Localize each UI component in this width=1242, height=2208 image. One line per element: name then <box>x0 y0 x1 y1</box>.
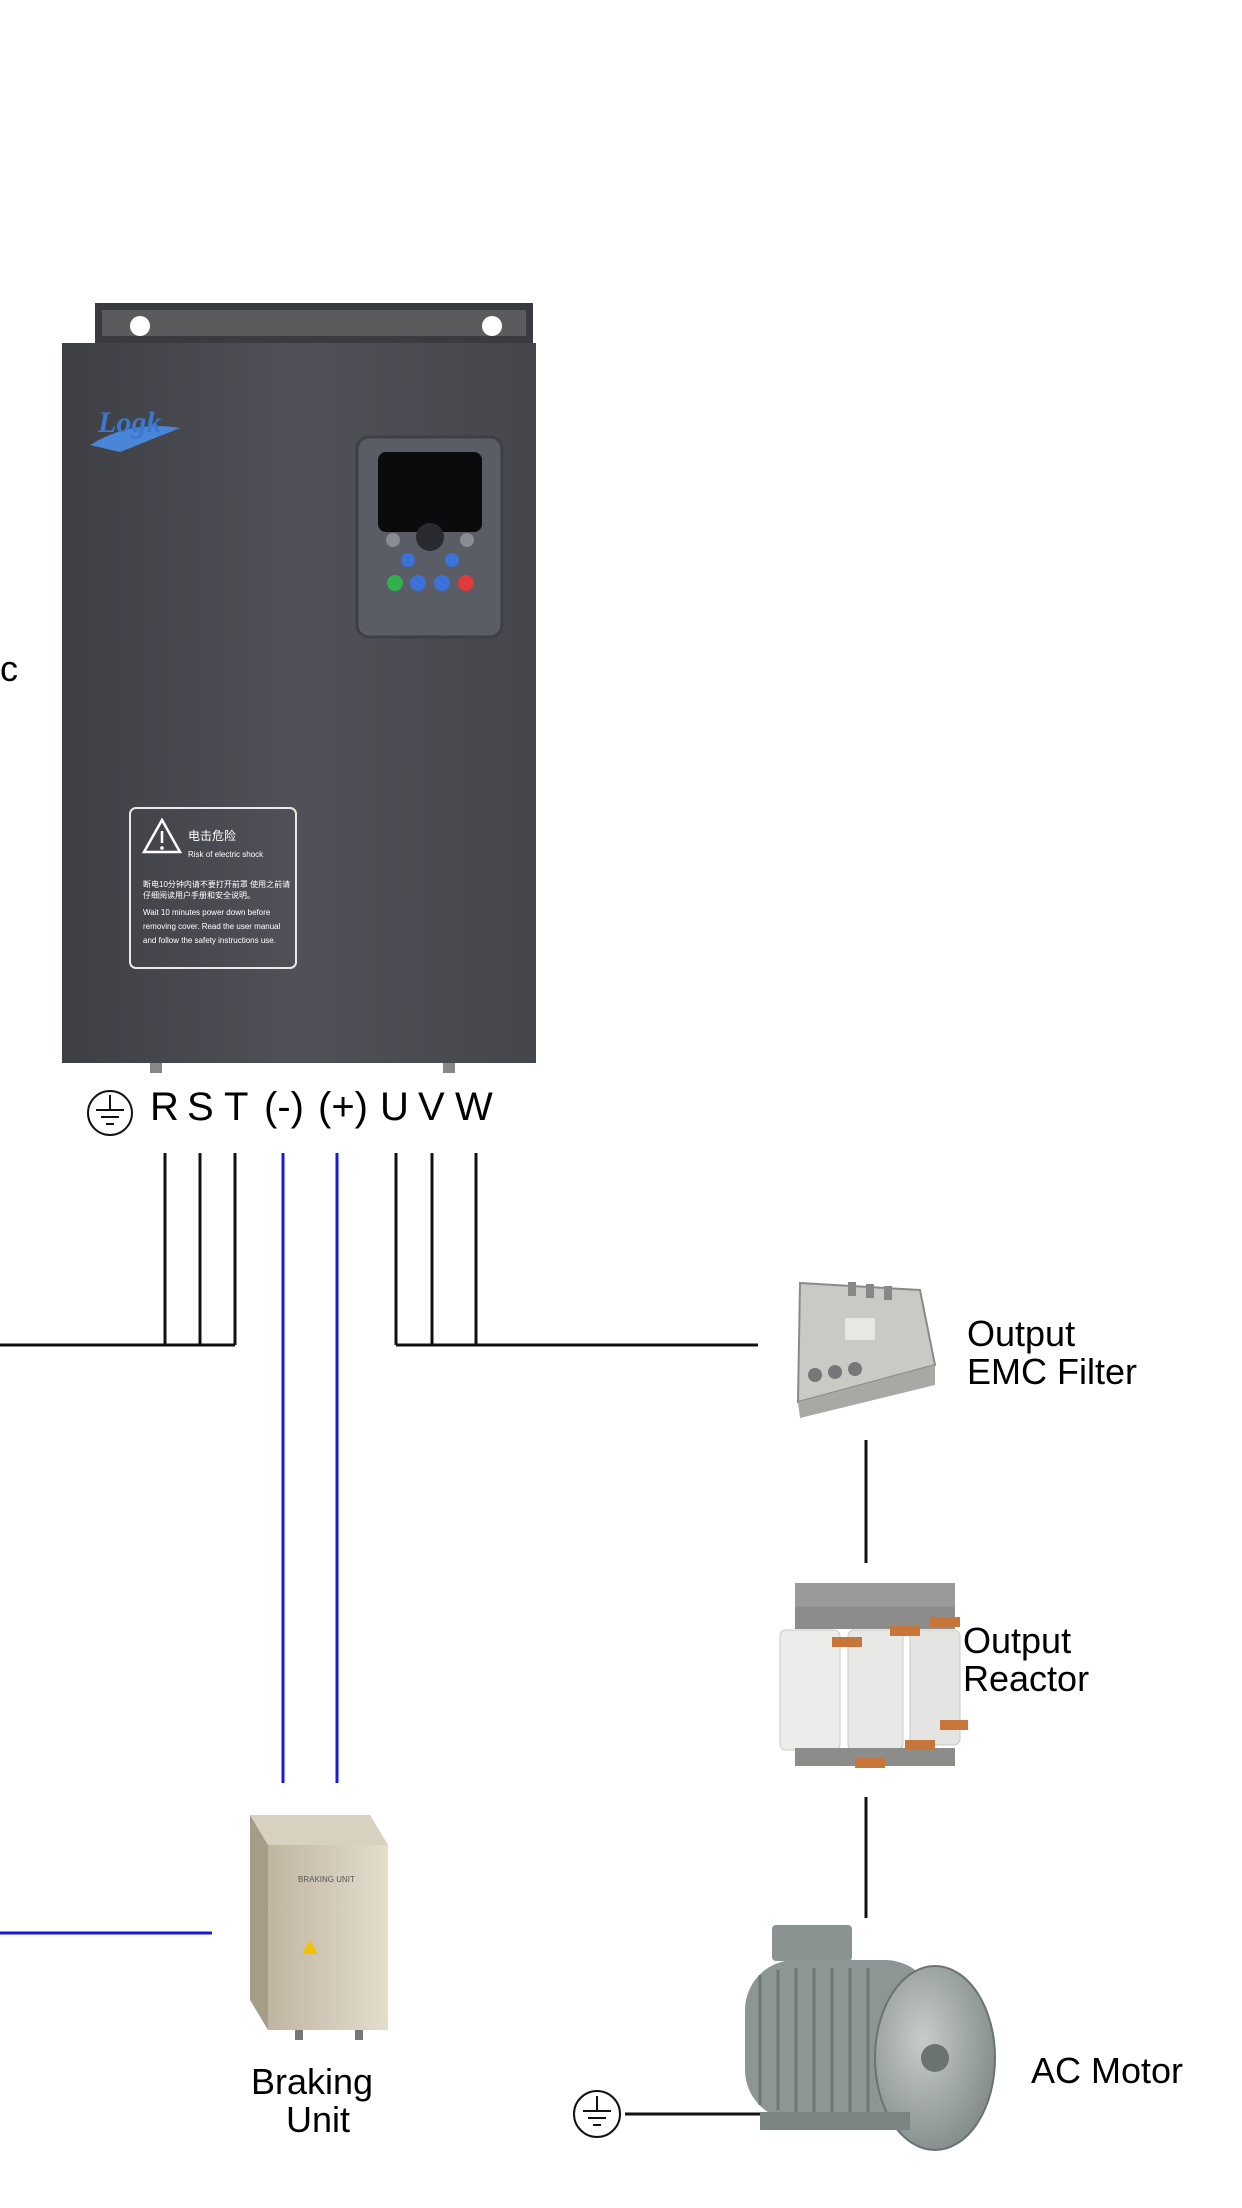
brand-logo: Logk <box>90 406 180 452</box>
reactor-label-line2: Reactor <box>963 1658 1090 1699</box>
terminal-v: V <box>418 1085 445 1129</box>
terminal-r: R <box>150 1085 179 1129</box>
reactor-image <box>779 1583 968 1768</box>
dc-bus-wires <box>0 1153 339 1935</box>
braking-unit-panel-text: BRAKING UNIT <box>298 1875 355 1884</box>
warning-title-cn: 电击危险 <box>188 828 236 843</box>
input-wires <box>0 1153 237 1347</box>
motor-ground-icon <box>573 2090 621 2138</box>
warning-body-cn-1: 断电10分钟内请不要打开前罩 使用之前请 <box>143 879 290 889</box>
warning-body-en-1: Wait 10 minutes power down before <box>143 908 271 917</box>
left-label-fragment: c <box>0 648 18 689</box>
braking-unit-label: Braking Unit <box>242 2063 382 2139</box>
motor-image <box>745 1925 996 2151</box>
warning-title-en: Risk of electric shock <box>188 850 264 859</box>
warning-body-en-2: removing cover. Read the user manual <box>143 922 281 931</box>
brand-text: Logk <box>97 406 161 439</box>
emc-filter-image <box>796 1281 937 1418</box>
reactor-label: Output Reactor <box>963 1622 1089 1698</box>
braking-unit-label-line1: Braking <box>250 2061 374 2102</box>
reactor-label-line1: Output <box>963 1620 1072 1661</box>
ground-icon <box>87 1090 133 1136</box>
warning-body-cn-2: 仔细阅读用户手册和安全说明。 <box>143 890 255 900</box>
warning-label: 电击危险 Risk of electric shock 断电10分钟内请不要打开… <box>129 807 297 969</box>
emc-filter-label-line2: EMC Filter <box>967 1351 1137 1392</box>
terminal-dc-minus: (-) <box>264 1085 304 1129</box>
keypad <box>355 435 504 639</box>
terminal-t: T <box>224 1085 249 1129</box>
braking-unit-label-line2: Unit <box>285 2099 351 2140</box>
terminal-u: U <box>380 1085 409 1129</box>
emc-filter-label: Output EMC Filter <box>967 1315 1137 1391</box>
braking-unit-image: BRAKING UNIT <box>250 1815 388 2040</box>
terminal-dc-plus: (+) <box>318 1085 368 1129</box>
vfd-drive: Logk 电击危险 Risk of electric shock 断电10分钟内… <box>62 303 536 1073</box>
ac-motor-label: AC Motor <box>1031 2050 1184 2091</box>
emc-filter-label-line1: Output <box>967 1313 1076 1354</box>
output-wires <box>394 1153 868 2116</box>
warning-icon <box>141 817 183 854</box>
terminal-s: S <box>187 1085 214 1129</box>
warning-body-en-3: and follow the safety instructions use. <box>143 936 276 945</box>
terminal-w: W <box>455 1085 493 1129</box>
